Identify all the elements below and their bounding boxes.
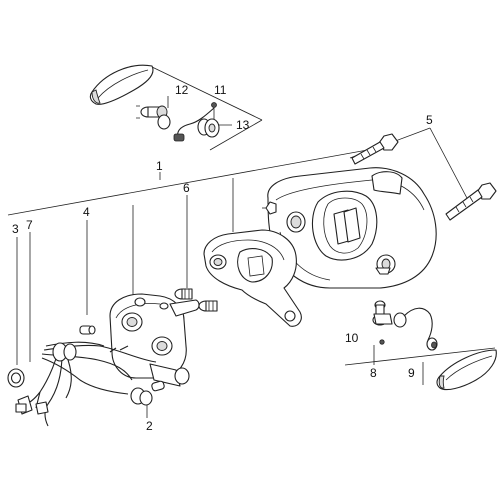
callout-6: 6 (183, 181, 190, 195)
callout-2: 2 (146, 419, 153, 433)
bolt-upper (351, 133, 399, 165)
callout-11: 11 (214, 83, 227, 97)
tail-light-housing (262, 167, 437, 289)
callout-5: 5 (426, 113, 433, 127)
callout-13: 13 (236, 118, 250, 132)
screw-6a (174, 288, 193, 300)
screw-6b (198, 300, 218, 312)
callout-8: 8 (370, 366, 377, 380)
bulb-socket-12 (136, 105, 171, 130)
grommet-3 (7, 368, 25, 388)
bulb-holder-assembly (109, 293, 200, 387)
callout-1: 1 (156, 159, 163, 173)
bolt-lower (445, 182, 497, 221)
bulb-4b (151, 380, 165, 392)
callout-4: 4 (83, 205, 90, 219)
callout-10: 10 (345, 331, 359, 345)
callout-labels: 1 2 3 4 5 6 7 8 9 10 11 12 13 (12, 83, 433, 433)
callout-7: 7 (26, 218, 33, 232)
indicator-lens-top (89, 64, 154, 105)
callout-3: 3 (12, 222, 19, 236)
callout-12: 12 (175, 83, 189, 97)
mounting-bracket (203, 229, 302, 327)
wired-socket-13 (173, 102, 220, 142)
callout-9: 9 (408, 366, 415, 380)
bulb-4a (79, 325, 96, 335)
wiring-harness (15, 341, 157, 427)
wired-socket-10 (372, 300, 438, 351)
indicator-lens-bottom (436, 349, 497, 391)
leader-lines (7, 65, 496, 418)
